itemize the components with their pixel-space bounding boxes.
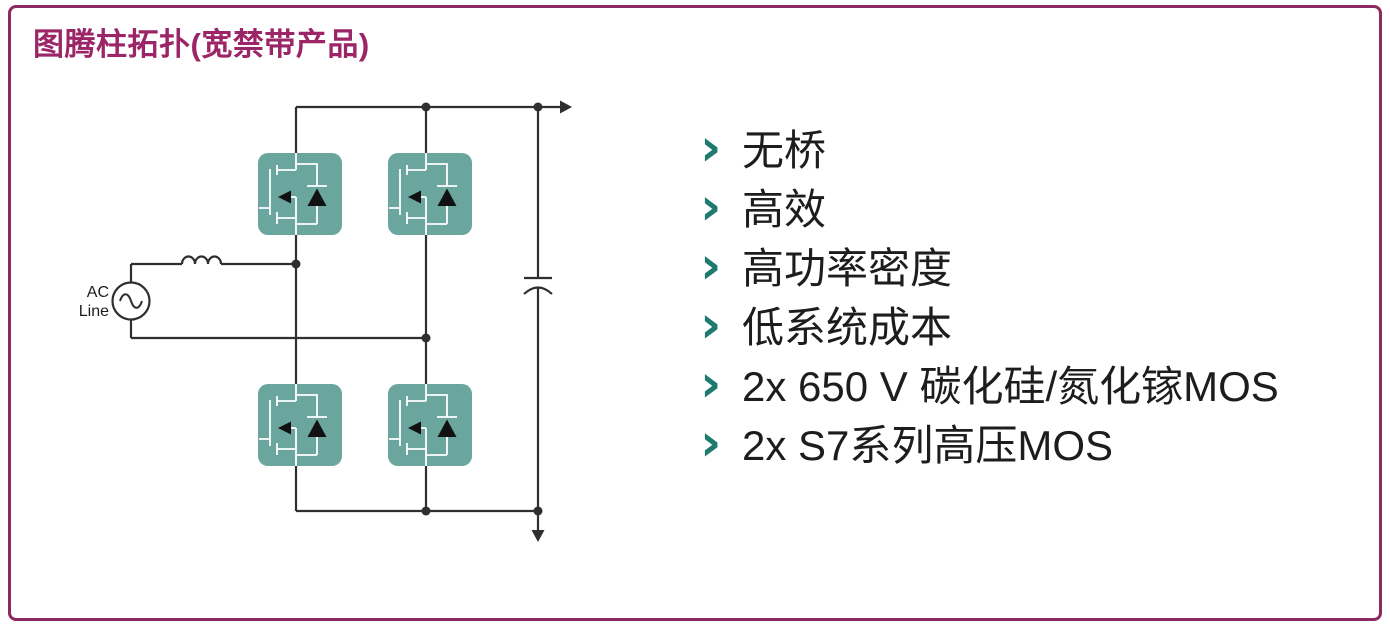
chevron-bullet-icon: ›: [700, 235, 722, 296]
ac-label-line2: Line: [79, 303, 109, 320]
junction-dot: [421, 506, 431, 516]
list-item: › 2x S7系列高压MOS: [700, 413, 1279, 472]
feature-label: 2x 650 V 碳化硅/氮化镓MOS: [742, 363, 1279, 410]
junction-dot: [421, 333, 431, 343]
list-item: › 高功率密度: [700, 236, 1279, 295]
list-item: › 低系统成本: [700, 295, 1279, 354]
junction-dot: [421, 102, 431, 112]
feature-label: 高功率密度: [742, 245, 953, 292]
feature-label: 高效: [742, 186, 827, 233]
mosfet-icon: [387, 383, 473, 467]
feature-list: › 无桥 › 高效 › 高功率密度 › 低系统成本 › 2x 650 V 碳化硅…: [700, 118, 1279, 472]
dc-plus-arrow-icon: [560, 100, 572, 114]
ac-source: AC Line: [79, 281, 151, 321]
list-item: › 无桥: [700, 118, 1279, 177]
junction-dot: [291, 259, 301, 269]
ac-label-line1: AC: [87, 284, 109, 301]
mosfet-icon: [257, 152, 343, 236]
feature-label: 2x S7系列高压MOS: [742, 422, 1114, 469]
chevron-bullet-icon: ›: [700, 412, 722, 473]
junction-dot: [533, 102, 543, 112]
capacitor-icon: [523, 276, 553, 295]
mosfet-icon: [257, 383, 343, 467]
slide-panel: 图腾柱拓扑(宽禁带产品): [8, 5, 1382, 621]
page-title: 图腾柱拓扑(宽禁带产品): [33, 27, 370, 62]
list-item: › 高效: [700, 177, 1279, 236]
chevron-bullet-icon: ›: [700, 294, 722, 355]
chevron-bullet-icon: ›: [700, 117, 722, 178]
sine-icon: [119, 293, 143, 309]
mosfet-icon: [387, 152, 473, 236]
inductor-icon: [180, 255, 223, 265]
chevron-bullet-icon: ›: [700, 176, 722, 237]
list-item: › 2x 650 V 碳化硅/氮化镓MOS: [700, 354, 1279, 413]
junctions-and-arrows: [291, 100, 572, 542]
feature-label: 无桥: [742, 127, 827, 174]
feature-label: 低系统成本: [742, 304, 953, 351]
junction-dot: [533, 506, 543, 516]
chevron-bullet-icon: ›: [700, 353, 722, 414]
wires: [129, 105, 560, 530]
dc-minus-arrow-icon: [531, 530, 545, 542]
